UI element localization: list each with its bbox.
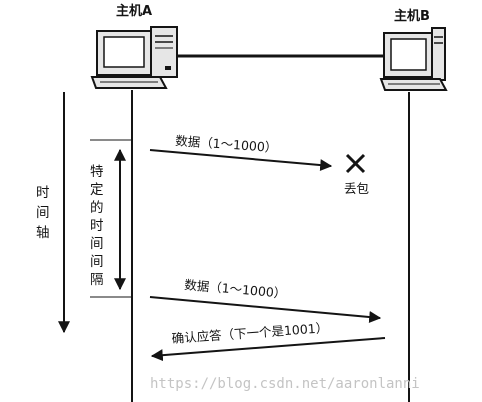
svg-text:间: 间 xyxy=(90,254,104,270)
packet-lost-label: 丢包 xyxy=(344,181,369,196)
host-a-computer-icon xyxy=(90,26,178,89)
host-b-computer-icon xyxy=(379,27,448,91)
svg-text:时: 时 xyxy=(90,218,104,234)
svg-text:轴: 轴 xyxy=(36,225,50,241)
svg-text:特: 特 xyxy=(90,164,104,180)
ack-label: 确认应答（下一个是1001） xyxy=(171,320,328,346)
svg-text:时: 时 xyxy=(36,185,50,201)
retransmit-data-label: 数据（1～1000） xyxy=(184,277,287,301)
interval-label: 特 定 的 时 间 间 隔 xyxy=(90,164,104,288)
svg-text:隔: 隔 xyxy=(90,272,104,288)
ack-arrow xyxy=(150,337,386,362)
time-axis-label: 时 间 轴 xyxy=(36,185,50,241)
host-a-label: 主机A xyxy=(116,3,152,19)
host-b-label: 主机B xyxy=(394,8,430,24)
first-data-label: 数据（1～1000） xyxy=(175,133,278,155)
svg-text:定: 定 xyxy=(90,182,104,198)
packet-lost-x-icon xyxy=(345,153,366,174)
svg-text:的: 的 xyxy=(90,200,104,216)
svg-text:间: 间 xyxy=(90,236,104,252)
retransmit-data-arrow xyxy=(149,296,382,323)
first-data-arrow xyxy=(149,149,333,172)
watermark-text: https://blog.csdn.net/aaronlanni xyxy=(150,376,420,392)
svg-text:间: 间 xyxy=(36,205,50,221)
